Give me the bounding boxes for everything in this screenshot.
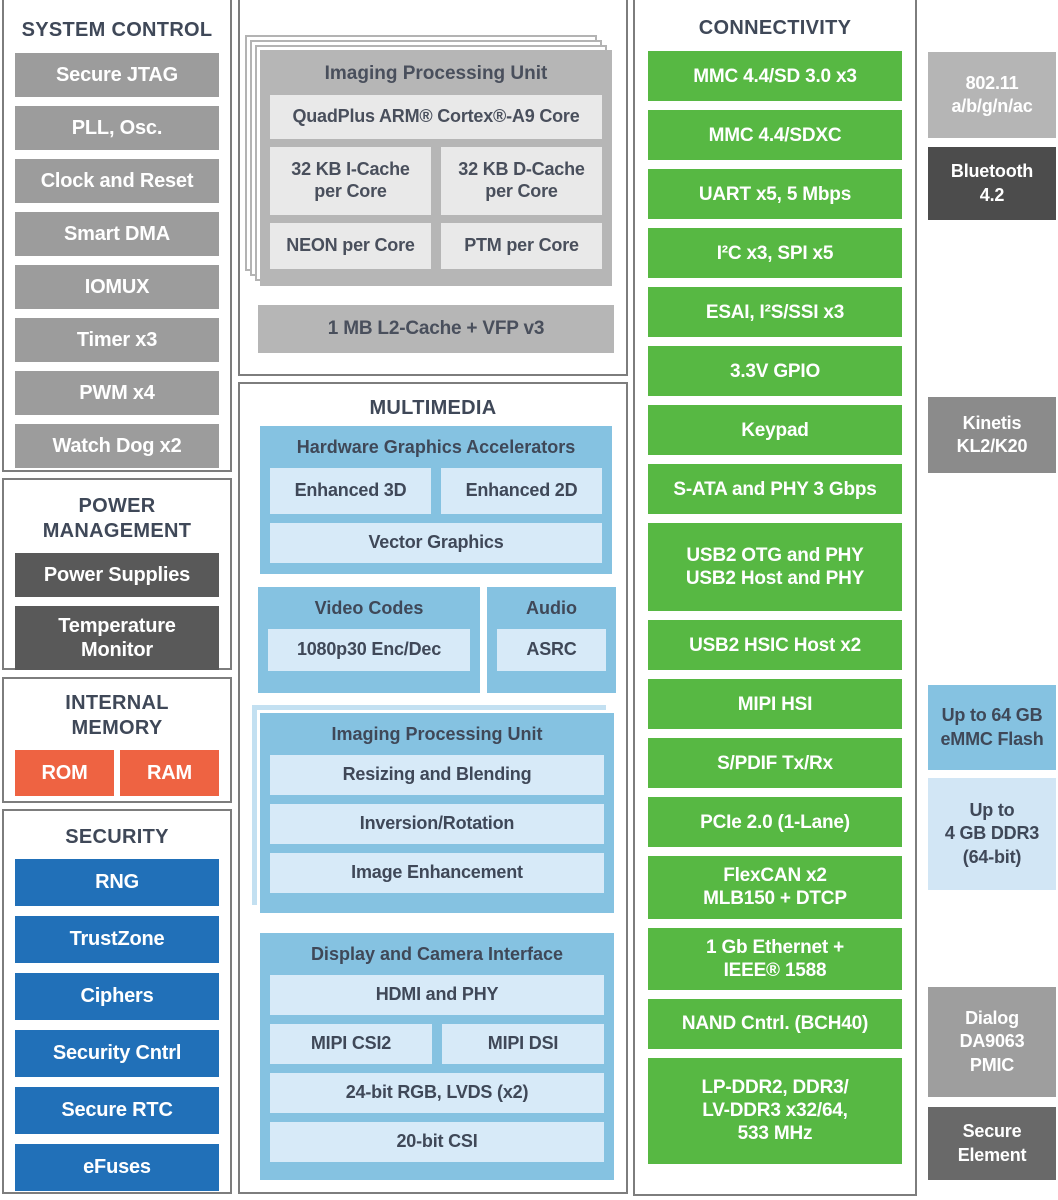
- internal-memory-list: ROM RAM: [4, 750, 230, 797]
- block-trustzone: TrustZone: [15, 916, 219, 964]
- security-list: RNG TrustZone Ciphers Security Cntrl Sec…: [4, 859, 230, 1192]
- block-mmc-sdxc: MMC 4.4/SDXC: [648, 110, 902, 161]
- hardware-graphics-title: Hardware Graphics Accelerators: [296, 437, 576, 457]
- block-rom: ROM: [15, 750, 114, 797]
- block-emmc-flash: Up to 64 GB eMMC Flash: [928, 685, 1056, 770]
- connectivity-list: MMC 4.4/SD 3.0 x3 MMC 4.4/SDXC UART x5, …: [635, 51, 915, 1164]
- block-asrc: ASRC: [497, 629, 606, 672]
- multimedia-panel: MULTIMEDIA Hardware Graphics Accelerator…: [238, 382, 628, 1194]
- block-inversion-rotation: Inversion/Rotation: [270, 804, 604, 845]
- block-l2-cache: 1 MB L2-Cache + VFP v3: [258, 305, 614, 353]
- cpu-card: Imaging Processing Unit QuadPlus ARM® Co…: [260, 50, 612, 286]
- system-control-title: SYSTEM CONTROL: [21, 19, 213, 41]
- block-ethernet-ieee1588: 1 Gb Ethernet + IEEE® 1588: [648, 927, 902, 990]
- block-secure-element: Secure Element: [928, 1107, 1056, 1180]
- block-resizing-blending: Resizing and Blending: [270, 755, 604, 796]
- cpu-card-title: Imaging Processing Unit: [324, 63, 548, 84]
- block-sata-phy: S-ATA and PHY 3 Gbps: [648, 464, 902, 515]
- block-smart-dma: Smart DMA: [15, 212, 219, 257]
- block-usb2-otg-host: USB2 OTG and PHY USB2 Host and PHY: [648, 523, 902, 612]
- block-pll-osc: PLL, Osc.: [15, 106, 219, 151]
- power-management-panel: POWER MANAGEMENT Power Supplies Temperat…: [2, 478, 232, 671]
- block-icache: 32 KB I-Cache per Core: [270, 146, 431, 215]
- block-lpddr2-ddr3: LP-DDR2, DDR3/ LV-DDR3 x32/64, 533 MHz: [648, 1057, 902, 1164]
- block-pcie: PCIe 2.0 (1-Lane): [648, 797, 902, 848]
- block-dcache: 32 KB D-Cache per Core: [441, 146, 602, 215]
- block-flexcan-mlb: FlexCAN x2 MLB150 + DTCP: [648, 856, 902, 919]
- hardware-graphics-card: Hardware Graphics Accelerators Enhanced …: [260, 426, 612, 574]
- block-bluetooth-4-2: Bluetooth 4.2: [928, 147, 1056, 220]
- block-mipi-hsi: MIPI HSI: [648, 679, 902, 730]
- block-hdmi-phy: HDMI and PHY: [270, 975, 604, 1016]
- block-timer-x3: Timer x3: [15, 318, 219, 363]
- block-spdif: S/PDIF Tx/Rx: [648, 738, 902, 789]
- connectivity-panel: CONNECTIVITY MMC 4.4/SD 3.0 x3 MMC 4.4/S…: [633, 0, 917, 1196]
- block-kinetis-kl2-k20: Kinetis KL2/K20: [928, 397, 1056, 473]
- block-24bit-rgb-lvds: 24-bit RGB, LVDS (x2): [270, 1073, 604, 1114]
- block-security-cntrl: Security Cntrl: [15, 1030, 219, 1078]
- connectivity-title: CONNECTIVITY: [698, 17, 852, 39]
- display-camera-card: Display and Camera Interface HDMI and PH…: [260, 933, 614, 1180]
- security-panel: SECURITY RNG TrustZone Ciphers Security …: [2, 809, 232, 1194]
- block-power-supplies: Power Supplies: [15, 553, 219, 598]
- block-nand-cntrl: NAND Cntrl. (BCH40): [648, 998, 902, 1049]
- block-keypad: Keypad: [648, 405, 902, 456]
- block-rng: RNG: [15, 859, 219, 907]
- audio-title: Audio: [526, 598, 577, 618]
- block-ddr3: Up to 4 GB DDR3 (64-bit): [928, 778, 1056, 890]
- cpu-card-stack: Imaging Processing Unit QuadPlus ARM® Co…: [245, 35, 612, 286]
- block-20bit-csi: 20-bit CSI: [270, 1122, 604, 1163]
- block-mipi-csi2: MIPI CSI2: [270, 1024, 432, 1065]
- security-title: SECURITY: [65, 826, 169, 848]
- block-efuses: eFuses: [15, 1144, 219, 1192]
- block-ram: RAM: [120, 750, 219, 797]
- block-i2c-spi: I²C x3, SPI x5: [648, 228, 902, 279]
- block-watch-dog-x2: Watch Dog x2: [15, 424, 219, 469]
- block-secure-rtc: Secure RTC: [15, 1087, 219, 1135]
- block-wifi-802-11: 802.11 a/b/g/n/ac: [928, 52, 1056, 138]
- cpu-panel: Imaging Processing Unit QuadPlus ARM® Co…: [238, 0, 628, 376]
- video-codes-title: Video Codes: [314, 598, 424, 618]
- block-iomux: IOMUX: [15, 265, 219, 310]
- block-pwm-x4: PWM x4: [15, 371, 219, 416]
- internal-memory-title: INTERNAL MEMORY: [65, 692, 169, 740]
- block-enhanced-2d: Enhanced 2D: [441, 468, 602, 515]
- ipu-title: Imaging Processing Unit: [331, 724, 543, 744]
- ipu-card: Imaging Processing Unit Resizing and Ble…: [260, 713, 614, 913]
- block-mipi-dsi: MIPI DSI: [442, 1024, 604, 1065]
- block-usb2-hsic: USB2 HSIC Host x2: [648, 620, 902, 671]
- block-neon: NEON per Core: [270, 222, 431, 269]
- block-ptm: PTM per Core: [441, 222, 602, 269]
- ipu-card-stack: Imaging Processing Unit Resizing and Ble…: [252, 705, 614, 913]
- block-clock-and-reset: Clock and Reset: [15, 159, 219, 204]
- power-management-list: Power Supplies Temperature Monitor: [4, 553, 230, 671]
- block-uart: UART x5, 5 Mbps: [648, 169, 902, 220]
- block-secure-jtag: Secure JTAG: [15, 53, 219, 98]
- block-esai-i2s-ssi: ESAI, I²S/SSI x3: [648, 287, 902, 338]
- block-temperature-monitor: Temperature Monitor: [15, 606, 219, 671]
- block-enhanced-3d: Enhanced 3D: [270, 468, 431, 515]
- block-image-enhancement: Image Enhancement: [270, 853, 604, 894]
- power-management-title: POWER MANAGEMENT: [42, 495, 192, 543]
- video-codes-card: Video Codes 1080p30 Enc/Dec: [258, 587, 480, 693]
- block-mmc-sd: MMC 4.4/SD 3.0 x3: [648, 51, 902, 102]
- audio-card: Audio ASRC: [487, 587, 616, 693]
- display-camera-title: Display and Camera Interface: [310, 944, 564, 964]
- block-ciphers: Ciphers: [15, 973, 219, 1021]
- block-quadplus-core: QuadPlus ARM® Cortex®-A9 Core: [270, 94, 602, 139]
- multimedia-title: MULTIMEDIA: [369, 397, 497, 419]
- system-control-list: Secure JTAG PLL, Osc. Clock and Reset Sm…: [4, 53, 230, 469]
- block-gpio: 3.3V GPIO: [648, 346, 902, 397]
- block-vector-graphics: Vector Graphics: [270, 523, 602, 564]
- block-1080p30-enc-dec: 1080p30 Enc/Dec: [268, 629, 470, 672]
- internal-memory-panel: INTERNAL MEMORY ROM RAM: [2, 677, 232, 803]
- system-control-panel: SYSTEM CONTROL Secure JTAG PLL, Osc. Clo…: [2, 0, 232, 472]
- block-dialog-pmic: Dialog DA9063 PMIC: [928, 987, 1056, 1097]
